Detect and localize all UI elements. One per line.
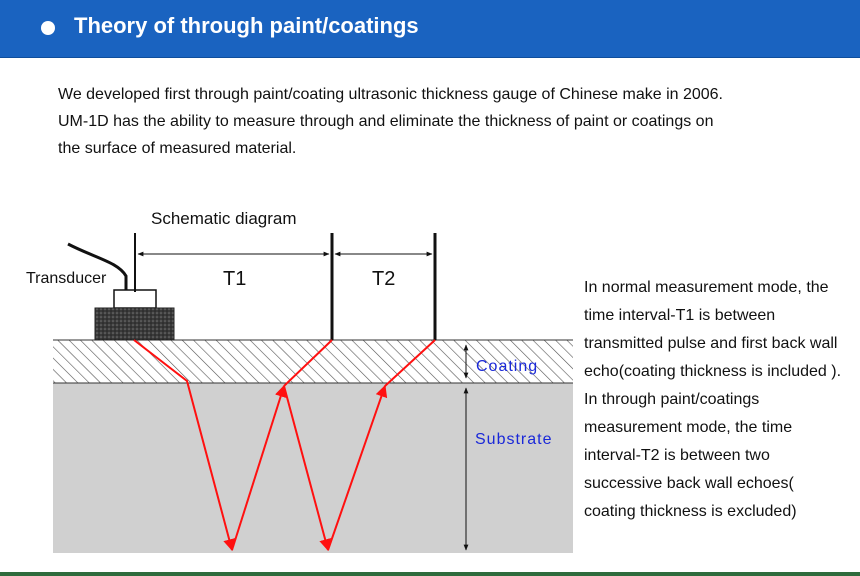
transducer-housing <box>113 289 157 309</box>
ultrasonic-path <box>133 339 436 552</box>
explanation-text: In normal measurement mode, the time int… <box>584 274 846 526</box>
transducer-element <box>94 307 175 341</box>
through-mode-text: In through paint/coatings measurement mo… <box>584 391 797 520</box>
section-title: Theory of through paint/coatings <box>74 13 419 38</box>
substrate-layer <box>53 383 573 553</box>
normal-mode-text: In normal measurement mode, the time int… <box>584 279 842 380</box>
diagram-caption: Schematic diagram <box>151 209 297 228</box>
t1-label: T1 <box>223 268 246 290</box>
bullet-icon <box>41 21 55 35</box>
intro-line-3: the surface of measured material. <box>58 140 297 157</box>
intro-line-2: UM-1D has the ability to measure through… <box>58 113 714 130</box>
coating-label: Coating <box>476 358 538 375</box>
t2-label: T2 <box>372 268 395 290</box>
intro-line-1: We developed first through paint/coating… <box>58 86 723 103</box>
substrate-label: Substrate <box>475 431 552 448</box>
intro-paragraph: We developed first through paint/coating… <box>58 81 828 162</box>
section-header: Theory of through paint/coatings <box>0 0 860 58</box>
transducer-cable <box>67 242 128 290</box>
transducer-label: Transducer <box>26 270 107 287</box>
bottom-divider <box>0 572 860 576</box>
coating-layer <box>53 340 573 383</box>
